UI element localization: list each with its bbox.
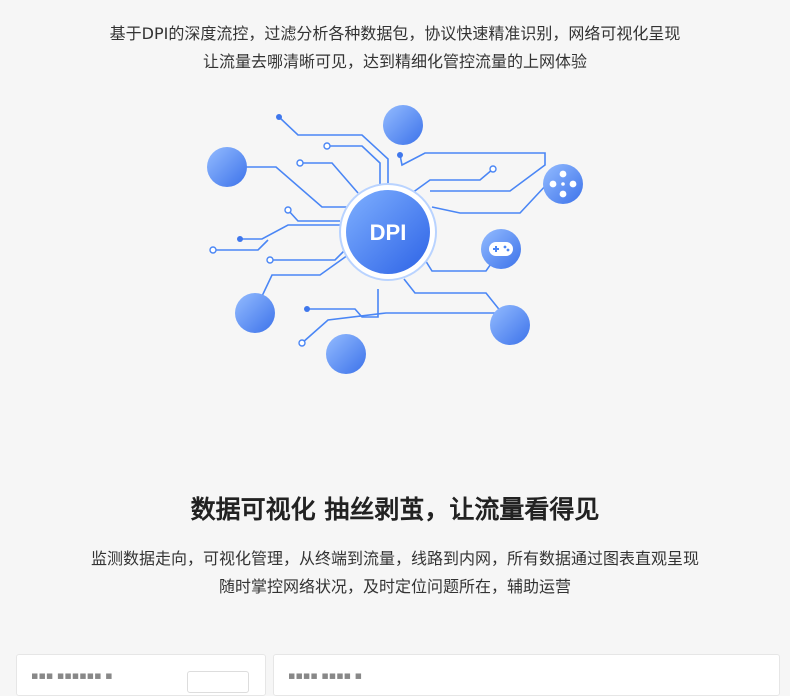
node-lower-right bbox=[490, 305, 530, 345]
card-label-placeholder: ▪▪▪ ▪▪▪▪▪▪ ▪ bbox=[31, 669, 113, 682]
section-desc-line-2: 随时掌控网络状况，及时定位问题所在，辅助运营 bbox=[218, 577, 571, 596]
circuit-lines bbox=[213, 116, 549, 344]
card-label-placeholder-right: ▪▪▪▪ ▪▪▪▪ ▪ bbox=[288, 669, 363, 682]
node-top bbox=[383, 105, 423, 145]
gamepad-icon bbox=[481, 229, 521, 269]
node-lower-left bbox=[235, 293, 275, 333]
section-description: 监测数据走向，可视化管理，从终端到流量，线路到内网，所有数据通过图表直观呈现 随… bbox=[0, 545, 790, 601]
card-select[interactable] bbox=[187, 671, 249, 693]
film-reel-icon bbox=[543, 164, 583, 204]
node-bottom bbox=[326, 334, 366, 374]
circuit-dots bbox=[209, 114, 497, 347]
section-desc-line-1: 监测数据走向，可视化管理，从终端到流量，线路到内网，所有数据通过图表直观呈现 bbox=[90, 549, 699, 568]
intro-text: 基于DPI的深度流控，过滤分析各种数据包，协议快速精准识别，网络可视化呈现 让流… bbox=[0, 20, 790, 76]
dashboard-card-left: ▪▪▪ ▪▪▪▪▪▪ ▪ bbox=[16, 654, 266, 696]
intro-line-1: 基于DPI的深度流控，过滤分析各种数据包，协议快速精准识别，网络可视化呈现 bbox=[109, 24, 681, 43]
dashboard-card-right: ▪▪▪▪ ▪▪▪▪ ▪ bbox=[273, 654, 780, 696]
section-title: 数据可视化 抽丝剥茧，让流量看得见 bbox=[190, 495, 600, 524]
intro-line-2: 让流量去哪清晰可见，达到精细化管控流量的上网体验 bbox=[202, 52, 587, 71]
dpi-network-diagram: DPI bbox=[207, 105, 583, 374]
outer-nodes bbox=[207, 105, 530, 374]
node-left bbox=[207, 147, 247, 187]
dpi-center-label: DPI bbox=[370, 220, 407, 245]
dpi-center-node: DPI bbox=[339, 183, 437, 281]
